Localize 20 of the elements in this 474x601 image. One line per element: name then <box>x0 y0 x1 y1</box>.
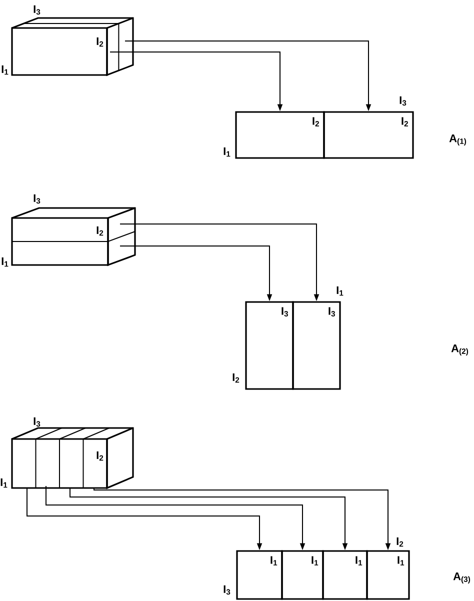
dimension-label: I$_{1}$ <box>2 257 8 267</box>
dimension-label: I$_{2}$ <box>396 537 404 547</box>
panel-label: A$_{(1)}$ <box>449 134 466 146</box>
cube-drawing: I$_{2}$ <box>11 427 134 490</box>
matrix-cell: I$_{1}$ <box>322 550 368 600</box>
matrix-cell: I$_{2}$ <box>235 111 325 159</box>
matrix-cell: I$_{2}$ <box>323 111 414 159</box>
matrix-cell: I$_{3}$ <box>292 301 341 390</box>
matrix-cell: I$_{3}$ <box>245 301 294 390</box>
matrix-cell: I$_{1}$ <box>366 550 410 600</box>
matrix-cell: I$_{1}$ <box>281 550 324 600</box>
dimension-label: I$_{3}$ <box>34 5 40 15</box>
dimension-label: I$_{1}$ <box>336 286 344 296</box>
panel-label: A$_{(3)}$ <box>453 572 470 584</box>
panel-label: A$_{(2)}$ <box>451 344 468 356</box>
cube-drawing: I$_{2}$ <box>11 207 136 266</box>
matrix-cell: I$_{1}$ <box>236 550 283 600</box>
cube-drawing: I$_{2}$ <box>11 17 134 76</box>
dimension-label: I$_{3}$ <box>34 194 40 204</box>
dimension-label: I$_{3}$ <box>34 417 40 427</box>
